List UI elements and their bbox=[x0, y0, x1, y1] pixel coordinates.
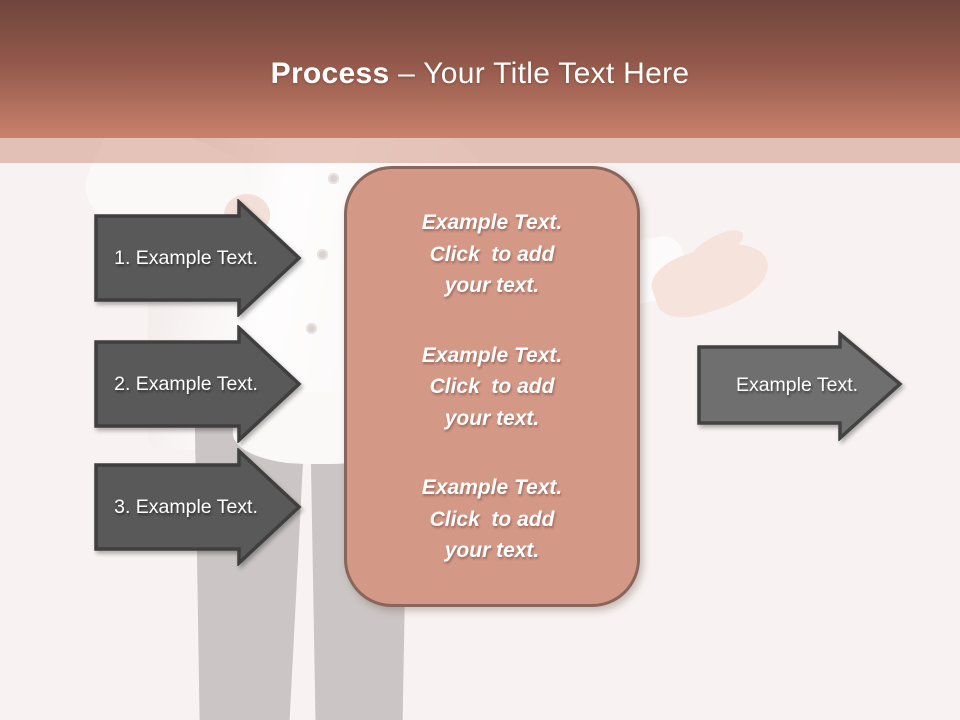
result-arrow[interactable]: Example Text. bbox=[696, 331, 903, 441]
text-placeholder-2[interactable]: Example Text. Click to add your text. bbox=[347, 340, 637, 435]
right-arrow-shape-icon bbox=[94, 448, 302, 566]
placeholder-line: your text. bbox=[444, 406, 540, 430]
placeholder-line: Click to add bbox=[429, 375, 555, 398]
center-text-box[interactable]: Example Text. Click to add your text. Ex… bbox=[344, 166, 640, 607]
placeholder-line: your text. bbox=[444, 539, 540, 562]
placeholder-line: Click to add bbox=[429, 242, 555, 266]
placeholder-line: your text. bbox=[444, 274, 540, 297]
step-arrow-2-label: 2. Example Text. bbox=[114, 372, 258, 395]
photo-shirt-button bbox=[317, 249, 328, 260]
step-arrow-1[interactable]: 1. Example Text. bbox=[93, 199, 303, 317]
right-arrow-shape-icon bbox=[697, 331, 903, 441]
step-arrow-1-label: 1. Example Text. bbox=[114, 246, 258, 269]
placeholder-line: Click to add bbox=[429, 507, 555, 531]
text-placeholder-3[interactable]: Example Text. Click to add your text. bbox=[347, 472, 637, 567]
photo-shirt-button bbox=[306, 323, 317, 334]
placeholder-line: Example Text. bbox=[421, 476, 563, 499]
photo-shirt-button bbox=[328, 173, 339, 184]
photo-open-hand bbox=[645, 231, 777, 327]
photo-open-hand-thumb bbox=[686, 223, 748, 271]
step-arrow-3[interactable]: 3. Example Text. bbox=[93, 448, 303, 566]
slide-header: Process – Your Title Text Here bbox=[0, 0, 960, 138]
placeholder-line: Example Text. bbox=[421, 211, 563, 234]
step-arrow-2[interactable]: 2. Example Text. bbox=[93, 325, 303, 443]
result-arrow-label: Example Text. bbox=[735, 373, 859, 396]
page-title[interactable]: Process – Your Title Text Here bbox=[271, 47, 690, 91]
placeholder-line: Example Text. bbox=[421, 343, 563, 367]
right-arrow-shape-icon bbox=[94, 325, 302, 443]
header-accent-band bbox=[0, 138, 960, 163]
page-title-rest: – Your Title Text Here bbox=[389, 57, 690, 90]
page-title-keyword: Process bbox=[270, 57, 390, 90]
text-placeholder-1[interactable]: Example Text. Click to add your text. bbox=[347, 207, 637, 302]
step-arrow-3-label: 3. Example Text. bbox=[114, 495, 258, 518]
right-arrow-shape-icon bbox=[94, 199, 302, 317]
